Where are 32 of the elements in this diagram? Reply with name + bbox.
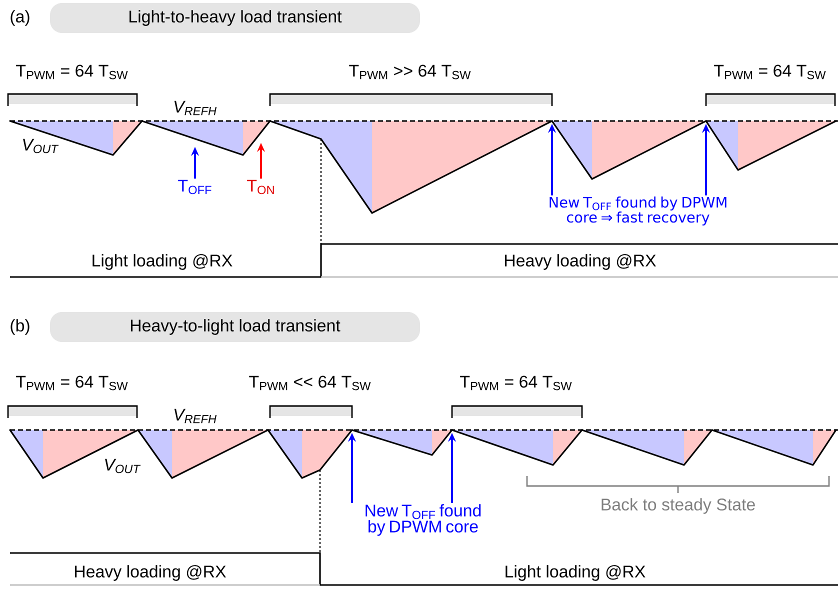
period-label: T$_{PWM}$ = 64 T$_{SW}$ <box>714 64 826 80</box>
period-label: T$_{PWM}$ << 64 T$_{SW}$ <box>249 376 371 390</box>
sawtooth-drawing <box>267 429 353 479</box>
period-label: T$_{PWM}$ = 64 T$_{SW}$ <box>16 64 128 80</box>
title-band: Heavy-to-light load transient <box>50 312 420 342</box>
sawtooth-drawing <box>351 429 453 456</box>
load-label: Light loading @RX <box>506 565 646 581</box>
voltage-label: V$_{REFH}$ <box>174 408 217 424</box>
period-label: T$_{PWM}$ = 64 T$_{SW}$ <box>460 376 572 390</box>
annotation-text: New T$_{OFF}$ found by DPWM core <box>366 504 481 536</box>
annotation-text: T$_{OFF}$ <box>178 180 212 194</box>
voltage-label: V$_{OUT}$ <box>23 138 59 154</box>
sawtooth-drawing <box>9 429 139 479</box>
load-label: Heavy loading @RX <box>505 254 656 270</box>
load-label: Light loading @RX <box>92 254 232 270</box>
period-label: T$_{PWM}$ = 64 T$_{SW}$ <box>16 376 128 390</box>
sawtooth-drawing <box>141 120 271 156</box>
title-band: Light-to-heavy load transient <box>50 3 420 33</box>
load-label: Heavy loading @RX <box>75 565 226 581</box>
sawtooth-drawing <box>451 429 583 466</box>
sawtooth-drawing <box>581 429 713 466</box>
note-label: Back to steady State <box>602 498 755 514</box>
panel-label: (b) <box>10 319 30 335</box>
period-label: T$_{PWM}$ >> 64 T$_{SW}$ <box>349 64 471 80</box>
annotation-text: New T$_{OFF}$ found by DPWM core ⇒ fast recovery <box>550 196 726 226</box>
annotation-text: T$_{ON}$ <box>247 180 274 194</box>
panel-label: (a) <box>10 10 30 26</box>
sawtooth-drawing <box>711 429 837 466</box>
sawtooth-drawing <box>705 120 837 171</box>
voltage-label: V$_{OUT}$ <box>105 458 141 474</box>
sawtooth-drawing <box>9 120 143 156</box>
sawtooth-drawing <box>551 120 707 180</box>
